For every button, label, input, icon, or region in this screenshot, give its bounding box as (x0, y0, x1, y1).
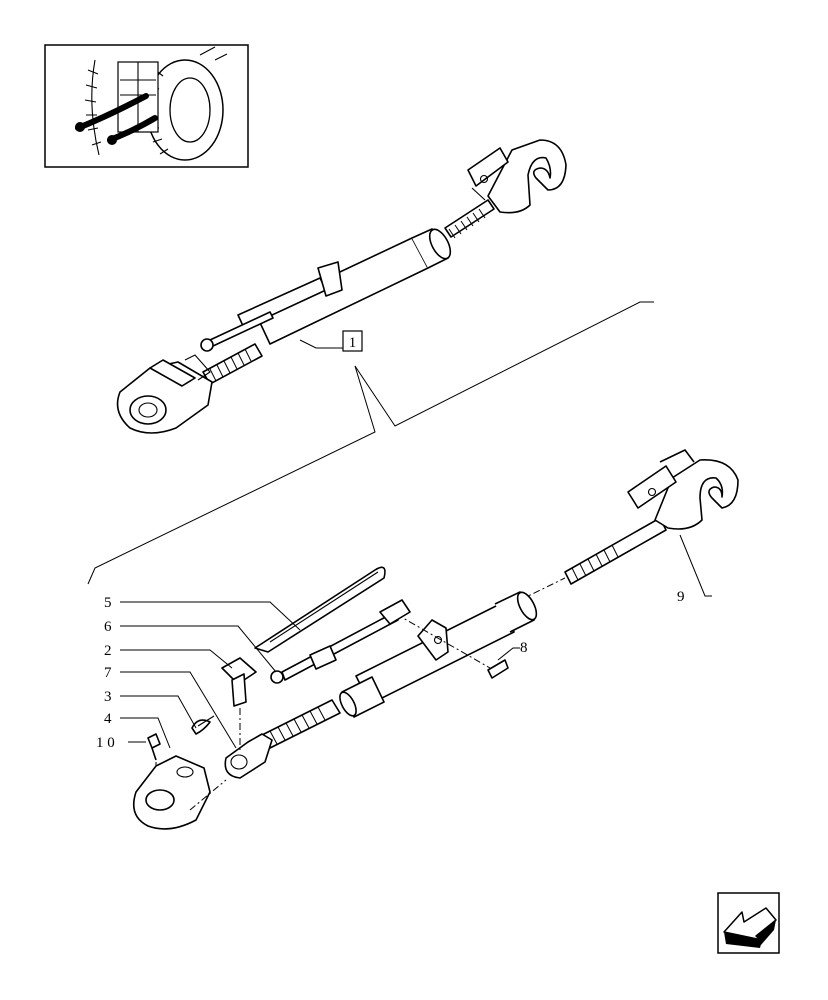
callout-6: 6 (104, 619, 112, 635)
callout-7: 7 (104, 665, 112, 681)
assembled-lift-link (116, 139, 567, 434)
back-navigation-button[interactable] (717, 892, 780, 954)
callout-10: 1 0 (96, 735, 115, 751)
callout-8: 8 (520, 640, 528, 656)
explosion-bracket (87, 301, 654, 585)
callout-leaders (120, 534, 712, 749)
callout-2: 2 (104, 643, 112, 659)
callout-9: 9 (677, 589, 685, 605)
callout-3: 3 (104, 689, 112, 705)
callout-labels: 5 6 2 7 3 4 1 0 8 9 (96, 589, 685, 751)
callout-5: 5 (104, 595, 112, 611)
assembly-ref-label: 1 (349, 335, 357, 351)
exploded-components (132, 449, 739, 830)
callout-4: 4 (104, 711, 112, 727)
tractor-rear-thumbnail-icon (75, 46, 228, 161)
back-arrow-icon (723, 907, 777, 948)
assembly-reference: 1 (299, 330, 363, 352)
tractor-thumbnail[interactable] (44, 44, 249, 168)
